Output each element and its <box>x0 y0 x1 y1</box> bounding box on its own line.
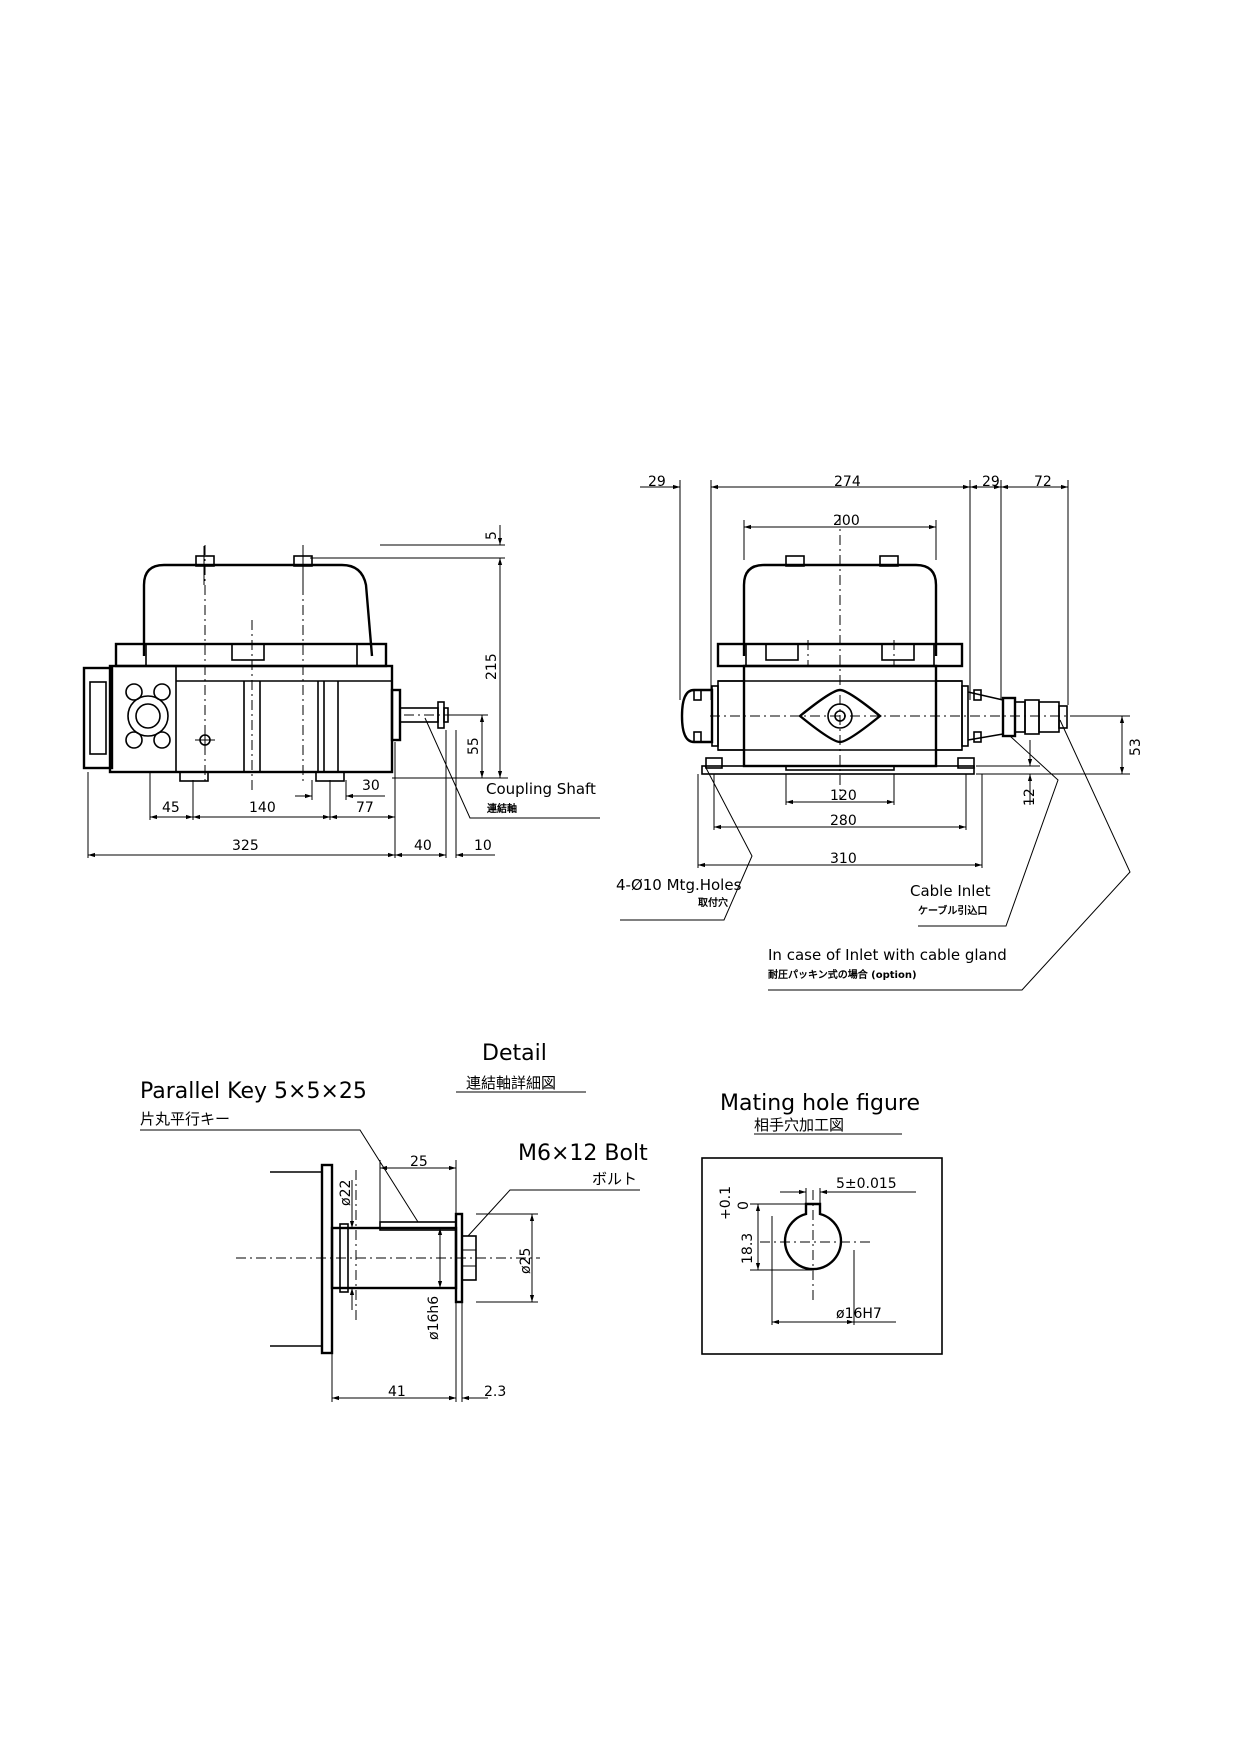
coupling-shaft-label: Coupling Shaft <box>486 780 596 798</box>
dim-bore: ø16H7 <box>836 1306 882 1322</box>
dim-45: 45 <box>162 800 180 816</box>
side-body <box>108 664 394 774</box>
parallel-key-label-jp: 片丸平行キー <box>140 1110 230 1128</box>
detail-labels: Detail 連結軸詳細図 Parallel Key 5×5×25 片丸平行キー… <box>140 1041 648 1400</box>
detail-title-jp: 連結軸詳細図 <box>466 1074 556 1092</box>
mating-hole <box>783 1202 843 1271</box>
front-cable-gland <box>1001 696 1017 738</box>
mating-title: Mating hole figure <box>720 1091 920 1116</box>
detail-view <box>140 1091 640 1402</box>
dim-tol-zero: 0 <box>736 1201 752 1210</box>
dim-bolt-dia: ø25 <box>518 1248 534 1274</box>
dim-shaft-height: 55 <box>466 737 482 755</box>
dim-120: 120 <box>830 788 857 804</box>
parallel-key-label: Parallel Key 5×5×25 <box>140 1079 367 1104</box>
dim-height: 215 <box>484 653 500 680</box>
cable-gland-label-jp: 耐圧パッキン式の場合 (option) <box>768 968 917 981</box>
cable-inlet-label: Cable Inlet <box>910 882 991 900</box>
dim-77: 77 <box>356 800 374 816</box>
front-view-labels: 29 274 29 72 200 53 12 120 280 310 4-Ø10… <box>616 474 1144 981</box>
dim-12: 12 <box>1022 788 1038 806</box>
dim-key-width: 5±0.015 <box>836 1176 897 1192</box>
dim-200: 200 <box>833 513 860 529</box>
front-view <box>620 480 1131 991</box>
dim-40: 40 <box>414 838 432 854</box>
cable-inlet-label-jp: ケーブル引込口 <box>918 904 987 917</box>
dim-280: 280 <box>830 813 857 829</box>
dim-depth: 18.3 <box>740 1233 756 1264</box>
dim-274: 274 <box>834 474 861 490</box>
dim-top-gap: 5 <box>484 531 500 540</box>
bolt-label: M6×12 Bolt <box>518 1141 648 1166</box>
coupling-shaft-label-jp: 連結軸 <box>487 802 517 815</box>
dim-41: 41 <box>388 1384 406 1400</box>
dim-29-right: 29 <box>982 474 1000 490</box>
detail-flange <box>320 1163 334 1355</box>
dim-flange-dia: ø22 <box>338 1180 354 1206</box>
mating-view <box>701 1133 943 1355</box>
mating-frame <box>701 1157 943 1355</box>
dim-310: 310 <box>830 851 857 867</box>
dim-2-3: 2.3 <box>484 1384 506 1400</box>
dim-tol-plus: +0.1 <box>718 1186 734 1220</box>
dim-29-left: 29 <box>648 474 666 490</box>
front-left-gland <box>680 688 714 744</box>
mating-labels: Mating hole figure 相手穴加工図 +0.1 0 5±0.015… <box>718 1091 920 1322</box>
dim-30: 30 <box>362 778 380 794</box>
mating-title-jp: 相手穴加工図 <box>754 1116 844 1134</box>
mtg-holes-label-jp: 取付穴 <box>698 896 728 909</box>
dim-key-length: 25 <box>410 1154 428 1170</box>
bolt-label-jp: ボルト <box>592 1170 637 1188</box>
dim-shaft-dia: ø16h6 <box>426 1296 442 1340</box>
dim-72: 72 <box>1034 474 1052 490</box>
cable-gland-label: In case of Inlet with cable gland <box>768 946 1007 964</box>
side-view-labels: 5 215 55 30 45 140 77 325 40 10 Coupling… <box>162 531 596 854</box>
dim-overall: 325 <box>232 838 259 854</box>
dim-53: 53 <box>1128 738 1144 756</box>
mtg-holes-label: 4-Ø10 Mtg.Holes <box>616 876 742 894</box>
side-cover <box>142 563 374 657</box>
dim-140: 140 <box>249 800 276 816</box>
side-view <box>82 525 600 858</box>
dim-10: 10 <box>474 838 492 854</box>
side-flange <box>114 642 388 668</box>
detail-title: Detail <box>482 1041 547 1066</box>
side-shaft-flange <box>390 688 402 742</box>
side-end-plate <box>82 666 114 770</box>
